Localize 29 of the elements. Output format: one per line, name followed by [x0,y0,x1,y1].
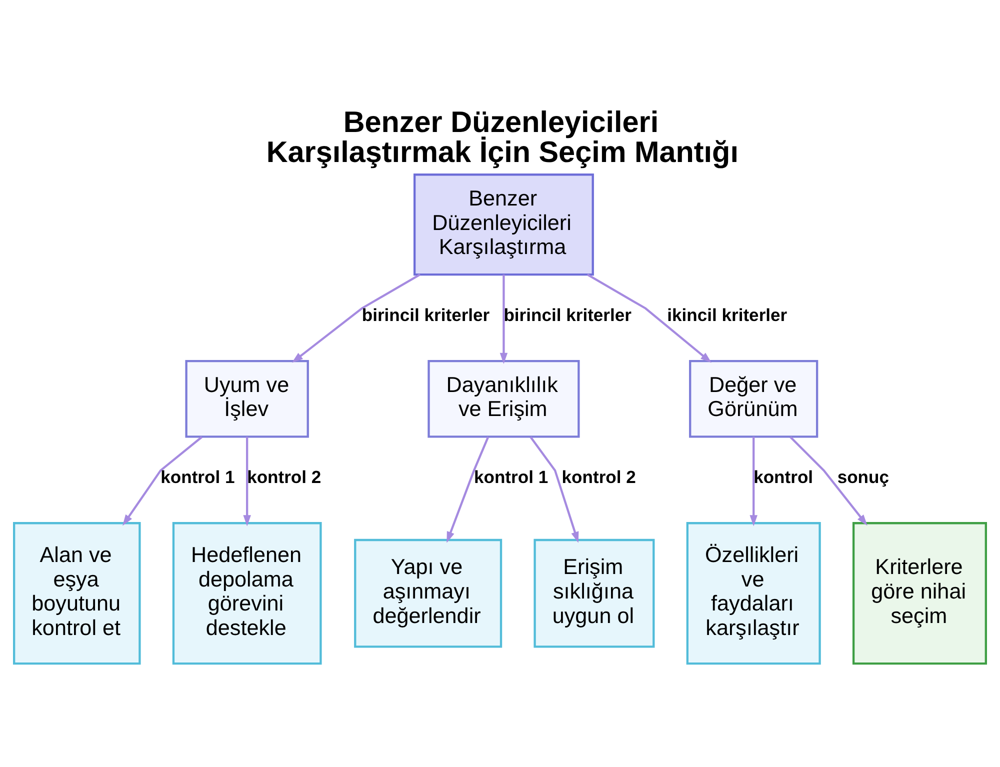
edge-label: kontrol 2 [247,466,322,487]
arrow [122,436,202,526]
arrow [790,436,868,526]
arrow [586,273,712,362]
node-box: Alan ve eşya boyutunu kontrol et [13,522,141,664]
edge-label: birincil kriterler [504,304,632,325]
node-box: Benzer Düzenleyicileri Karşılaştırma [414,173,594,276]
node-box: Dayanıklılık ve Erişim [428,359,580,438]
arrow [500,274,508,364]
node-box: Kriterlere göre nihai seçim [852,522,987,664]
edge-label: kontrol 2 [562,466,636,487]
edge-label: kontrol 1 [474,466,548,487]
arrow [292,273,421,362]
node-box: Erişim sıklığına uygun ol [534,538,655,648]
arrow [446,436,490,542]
node-box: Özellikleri ve faydaları karşılaştır [686,522,821,664]
node-box: Uyum ve İşlev [185,359,309,438]
arrow [243,436,251,526]
edge-label: ikincil kriterler [667,304,788,325]
node-box: Değer ve Görünüm [689,359,818,438]
diagram-title: Benzer Düzenleyicileri Karşılaştırmak İçin Seçim Mantığı [266,106,738,168]
node-box: Yapı ve aşınmayı değerlendir [354,538,502,648]
arrow [750,436,758,526]
edge-label: kontrol [754,466,814,487]
edge-label: birincil kriterler [362,304,490,325]
arrow [530,436,579,542]
edge-label: sonuç [837,466,890,487]
edge-label: kontrol 1 [160,466,235,487]
node-box: Hedeflenen depolama görevini destekle [172,522,322,664]
